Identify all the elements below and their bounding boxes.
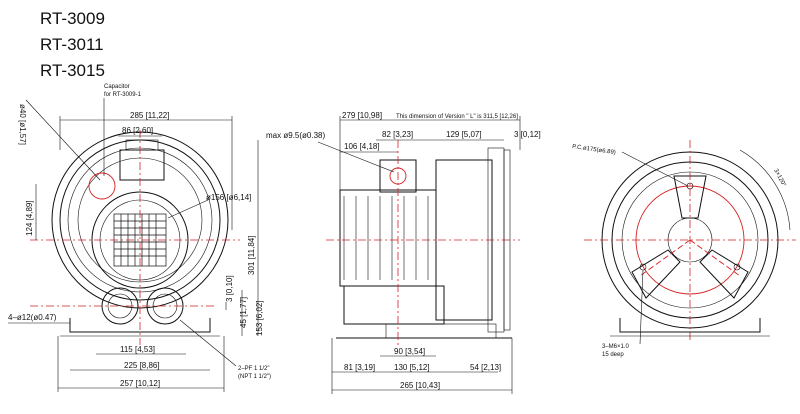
model-title-1: RT-3009: [40, 9, 105, 28]
dim-115: 115 [4,53]: [120, 345, 155, 354]
dim-holes: 4–ø12(ø0.47): [8, 313, 57, 322]
port-note-1: 2–PF 1 1/2": [238, 366, 269, 372]
dim-45: 45 [1,77]: [239, 297, 248, 328]
model-title-3: RT-3015: [40, 61, 105, 80]
dim-225: 225 [8,86]: [124, 361, 160, 370]
bolt-note-2: 15 deep: [602, 352, 624, 358]
bolt-note-1: 3–M6×1.0: [602, 344, 630, 350]
capacitor-model: for RT-3009-1: [104, 92, 142, 98]
dim-106: 106 [4,18]: [344, 142, 380, 151]
dim-279: 279 [10,98]: [342, 111, 382, 120]
dim-pcd: P.C.ø175(ø6.89): [572, 144, 616, 156]
dim-129: 129 [5,07]: [446, 130, 482, 139]
version-note: This dimension of Version " L" is 311,5 …: [396, 114, 518, 120]
dim-265: 265 [10,43]: [400, 381, 440, 390]
dim-301: 301 [11,84]: [247, 236, 256, 275]
capacitor-label: Capacitor: [104, 84, 130, 90]
dim-max: max ø9.5(ø0.38): [266, 131, 325, 140]
dim-124: 124 [4,89]: [25, 200, 34, 236]
dim-3-side: 3 [0,12]: [514, 130, 541, 139]
dim-81: 81 [3,19]: [344, 363, 375, 372]
dim-257: 257 [10,12]: [120, 379, 160, 388]
dim-153: 153 [6,02]: [255, 300, 264, 336]
dim-82: 82 [3,23]: [382, 130, 413, 139]
dim-130: 130 [5,12]: [394, 363, 430, 372]
side-view: 279 [10,98] This dimension of Version " …: [266, 111, 541, 394]
dim-dia-156: ø156 [ø6,14]: [206, 193, 251, 202]
dim-86: 86 [2,60]: [122, 126, 153, 135]
model-title-2: RT-3011: [40, 35, 104, 54]
dim-285: 285 [11,22]: [130, 111, 169, 120]
dim-3: 3 [0,10]: [225, 275, 234, 302]
dim-angle: 3×120°: [772, 168, 787, 188]
dim-54: 54 [2,13]: [470, 363, 501, 372]
dim-90: 90 [3,54]: [394, 347, 425, 356]
front-view: 285 [11,22] 86 [2,60] Capacitor for RT-3…: [8, 84, 271, 392]
dim-dia-40: ø40 [ø1,57]: [18, 104, 27, 145]
port-note-2: (NPT 1 1/2"): [238, 374, 271, 380]
rear-view: P.C.ø175(ø6.89) 3×120° 3–M6×1.0 15 deep: [572, 140, 796, 358]
